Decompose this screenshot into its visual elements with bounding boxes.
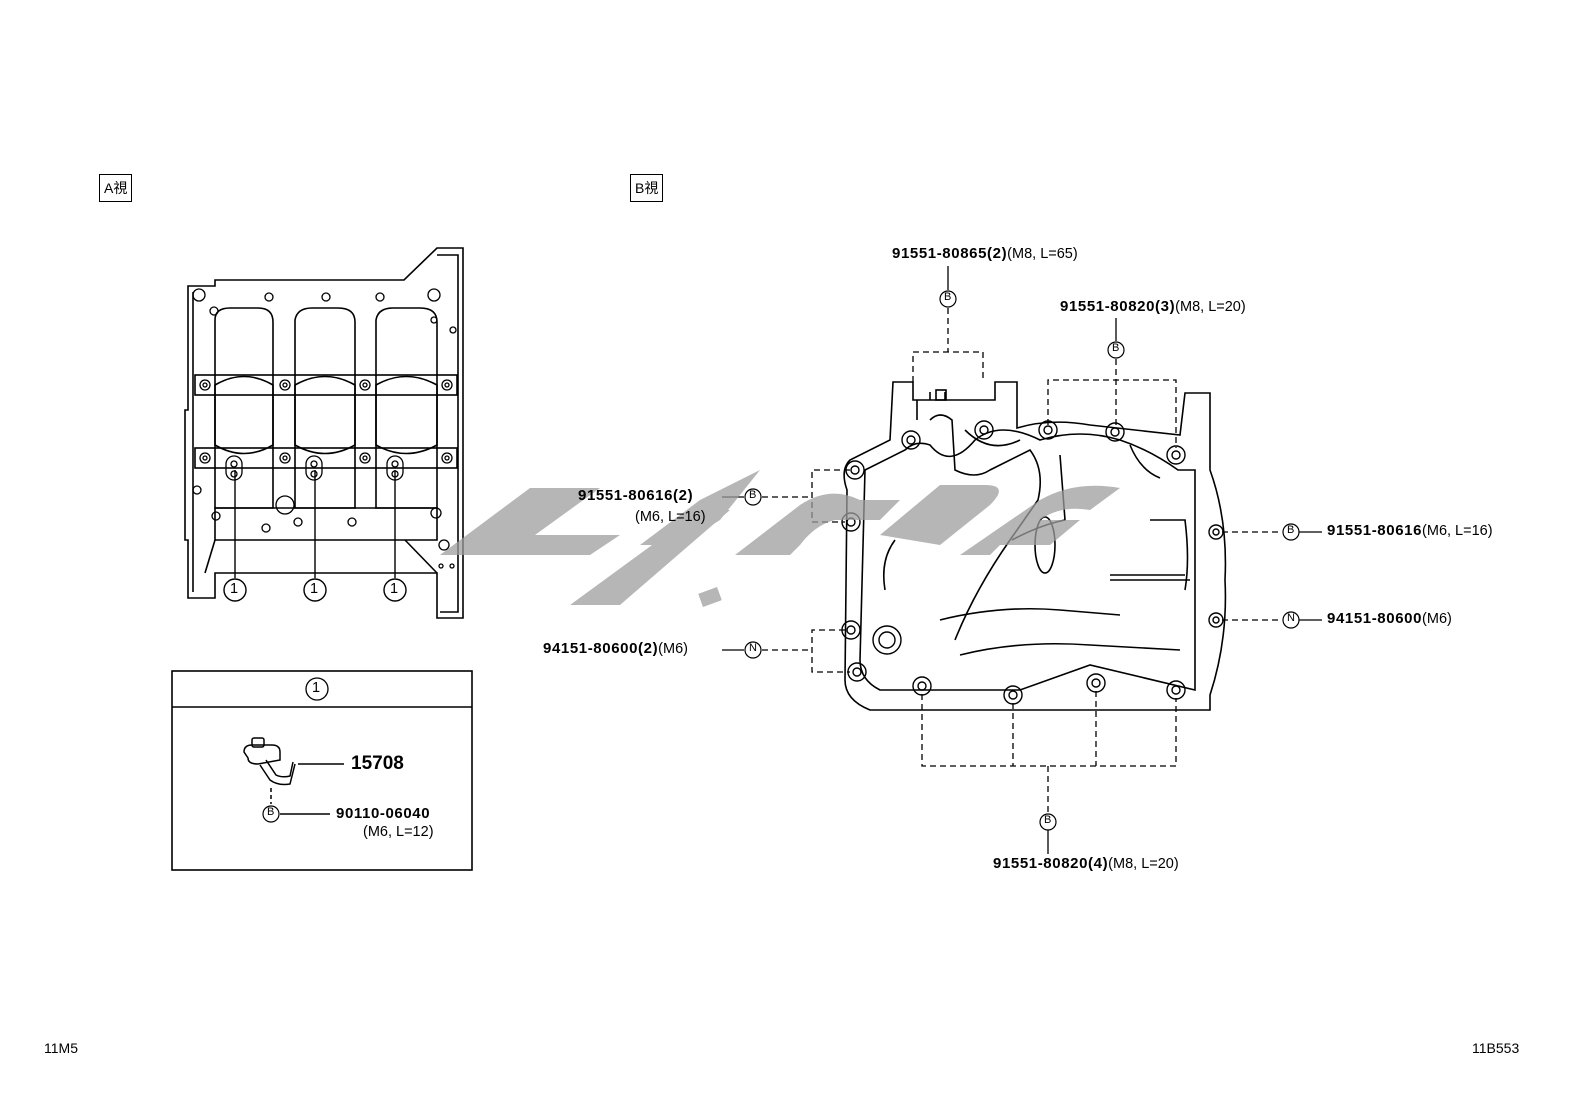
view-b-leaders [762,308,1282,812]
marker-right-lower: N [1287,612,1295,624]
callout-circles [223,578,407,602]
quantity: (2) [987,245,1008,262]
spec: (M8, L=65) [1007,246,1078,262]
part-number: 94151-80600 [543,640,639,657]
spec: (M6) [658,641,688,657]
detail-box-ref: 1 [312,680,321,696]
marker-left-lower: N [749,642,757,654]
callout-1-middle: 1 [310,581,319,597]
view-b-marker-circles [744,290,1300,831]
marker-top-right: B [1112,342,1120,354]
spec: (M8, L=20) [1175,299,1246,315]
spec: (M6) [1422,611,1452,627]
part-number: 91551-80865 [892,245,988,262]
quantity: (4) [1088,855,1109,872]
bolt-marker-b-detail [262,805,280,823]
label-right-lower[interactable]: 94151-80600(M6) [1327,610,1452,628]
marker-right-upper: B [1287,524,1295,536]
quantity: (2) [638,640,659,657]
label-right-upper[interactable]: 91551-80616(M6, L=16) [1327,522,1493,540]
marker-left-upper: B [749,489,757,501]
label-left-upper-spec: (M6, L=16) [635,509,706,525]
detail-bolt-part-number[interactable]: 90110-06040 [336,805,431,822]
watermark [440,470,1120,607]
view-b-label: B視 [630,174,664,202]
detail-box [171,670,473,871]
label-left-upper[interactable]: 91551-80616(2) [578,487,693,505]
part-number: 91551-80820 [1060,298,1156,315]
cylinder-block-drawing [184,247,464,619]
label-bottom[interactable]: 91551-80820(4)(M8, L=20) [993,855,1179,873]
footer-left-code: 11M5 [44,1040,78,1056]
part-number: 94151-80600 [1327,610,1423,627]
callout-leaders [234,470,396,578]
callout-1-right: 1 [390,581,399,597]
detail-bolt-marker: B [267,806,275,818]
part-number: 91551-80616 [578,487,674,504]
footer-right-code: 11B553 [1472,1040,1520,1056]
view-a-label: A視 [99,174,133,202]
part-number: 91551-80616 [1327,522,1423,539]
callout-1-left: 1 [230,581,239,597]
label-top-left[interactable]: 91551-80865(2)(M8, L=65) [892,245,1078,263]
oil-jet-drawing [243,737,344,815]
spec: (M8, L=20) [1108,856,1179,872]
oil-jet-part-number[interactable]: 15708 [351,753,404,774]
marker-bottom: B [1044,814,1052,826]
spec: (M6, L=16) [1422,523,1493,539]
marker-top-left: B [944,291,952,303]
label-left-lower[interactable]: 94151-80600(2)(M6) [543,640,688,658]
label-top-right[interactable]: 91551-80820(3)(M8, L=20) [1060,298,1246,316]
part-number: 91551-80820 [993,855,1089,872]
detail-bolt-spec: (M6, L=12) [363,824,434,840]
quantity: (2) [673,487,694,504]
quantity: (3) [1155,298,1176,315]
oil-pan-drawing [841,381,1227,711]
